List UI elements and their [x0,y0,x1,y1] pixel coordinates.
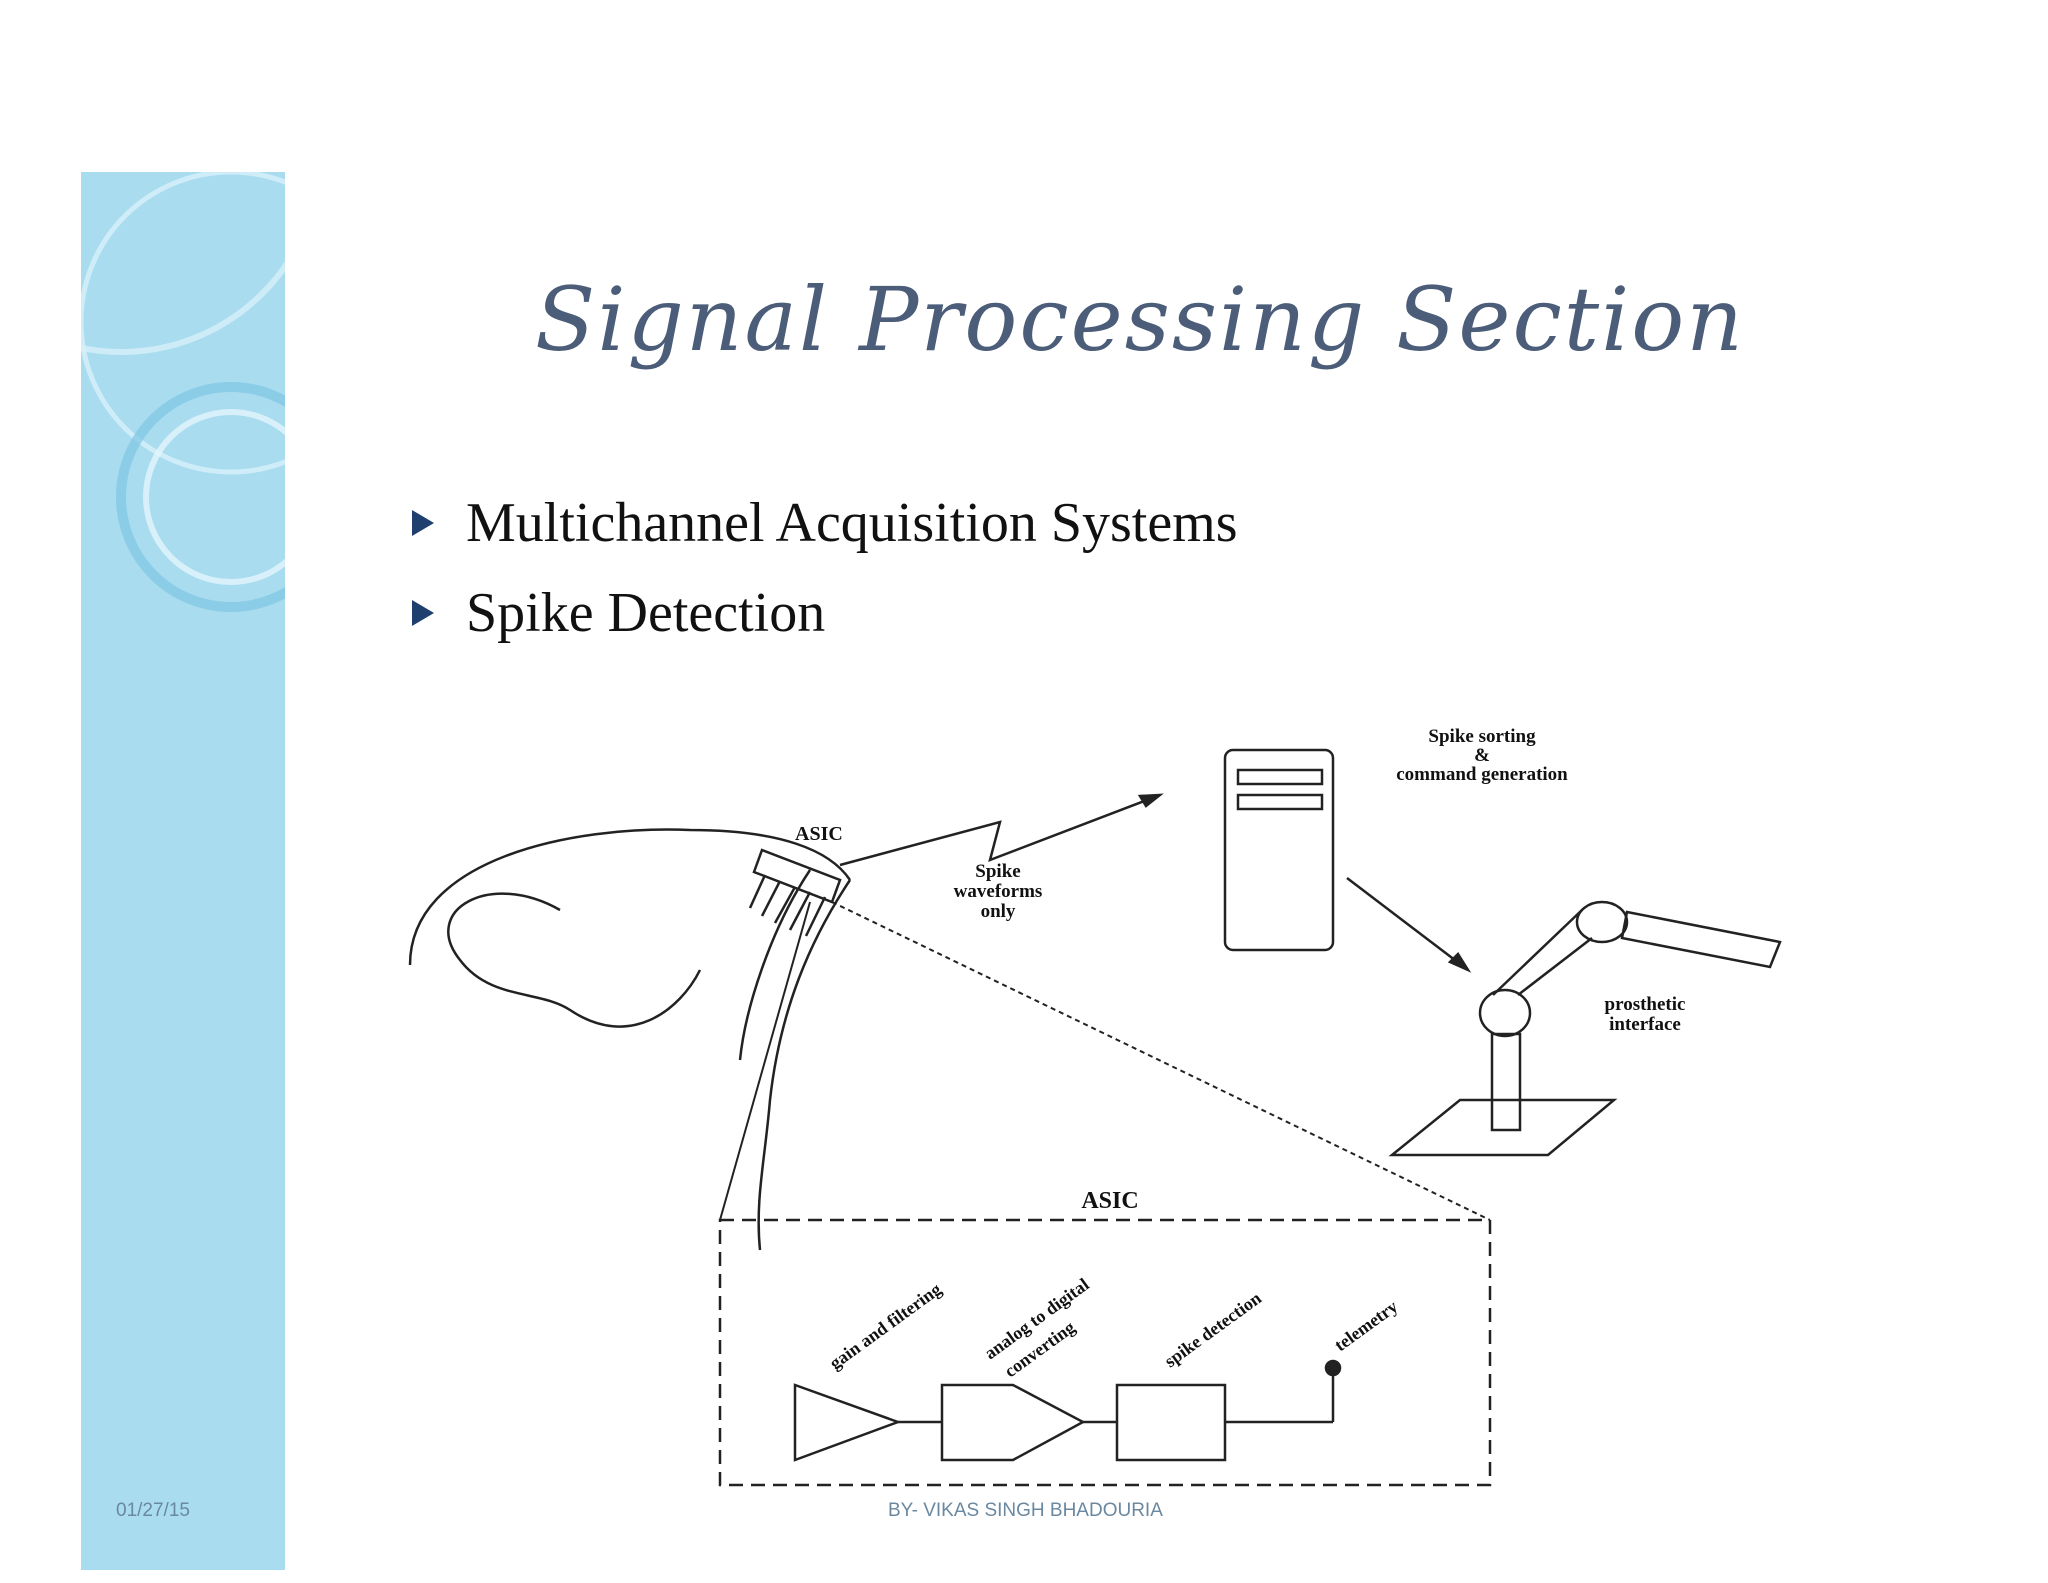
brain-outline [447,892,702,1028]
prosthetic-label: prosthetic [1605,994,1686,1015]
triangle-bullet-icon [412,600,434,626]
bullet-item: Multichannel Acquisition Systems [412,478,1238,568]
bullet-text: Multichannel Acquisition Systems [466,492,1238,554]
sidebar-circles-decoration [81,172,285,612]
adc-symbol [940,1383,1086,1462]
spike-waveforms-label: Spike [975,861,1020,882]
stage-gain-label: gain and filtering [826,1279,945,1373]
asic-top-label: ASIC [795,823,843,845]
bullet-text: Spike Detection [466,582,826,644]
spike-sorting-label: & [1474,745,1490,766]
spike-sorting-label: command generation [1396,764,1568,785]
bullet-item: Spike Detection [412,568,1238,658]
bullet-list: Multichannel Acquisition Systems Spike D… [412,478,1238,658]
asic-box [718,1218,1492,1487]
asic-box-label: ASIC [1081,1188,1138,1214]
brainstem [757,879,852,1251]
footer-date: 01/27/15 [116,1500,190,1521]
decorative-sidebar [81,172,285,1570]
prosthetic-base [1388,1098,1618,1157]
computer-tower [1223,748,1335,952]
stage-spike-label: spike detection [1161,1288,1265,1371]
spike-detector-block [1115,1383,1227,1462]
amplifier-symbol [793,1383,902,1462]
slide-title: Signal Processing Section [535,268,1745,371]
spike-waveforms-label: waveforms [954,881,1043,902]
spike-sorting-label: Spike sorting [1428,726,1536,747]
triangle-bullet-icon [412,510,434,536]
stage-telemetry-label: telemetry [1331,1296,1402,1355]
prosthetic-label: interface [1609,1014,1681,1035]
spinal-line [738,869,812,1061]
footer-author: BY- VIKAS SINGH BHADOURIA [888,1500,1163,1521]
signal-processing-diagram: ASIC Spike waveforms only Spike sorting … [408,726,1782,1487]
spike-waveforms-label: only [981,901,1016,922]
head-outline [408,828,852,966]
wireless-link [839,793,1161,867]
